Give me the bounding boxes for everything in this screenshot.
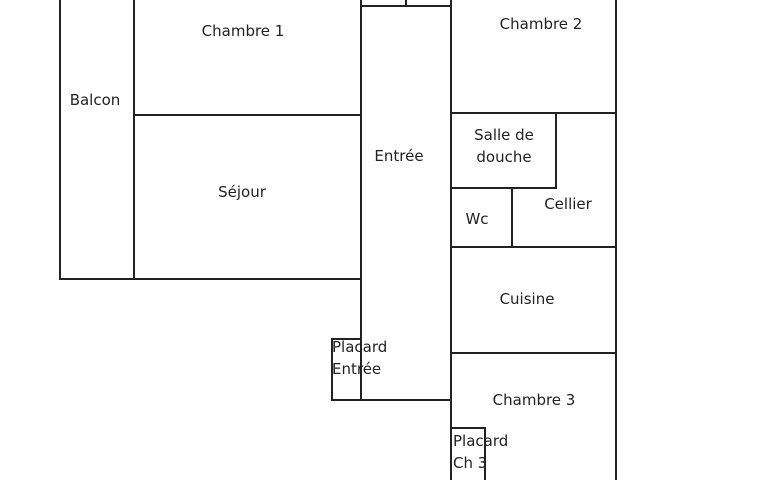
wall: [133, 114, 361, 116]
wall: [484, 427, 486, 480]
wall: [615, 0, 617, 480]
wall: [450, 112, 616, 114]
room-cuisine: Cuisine: [499, 290, 555, 308]
label-line: Ch 3: [453, 454, 488, 472]
room-placard-entree: Placard Entrée: [332, 336, 387, 380]
room-sejour: Séjour: [218, 183, 266, 201]
wall: [331, 399, 452, 401]
wall: [450, 352, 616, 354]
wall: [59, 0, 61, 280]
wall: [360, 0, 362, 401]
room-salle-de-douche: Salle de douche: [474, 124, 534, 168]
label-line: Salle de: [474, 126, 534, 144]
room-chambre-1: Chambre 1: [201, 22, 285, 40]
wall: [331, 338, 333, 401]
room-balcon: Balcon: [69, 91, 121, 109]
label-line: douche: [476, 148, 532, 166]
wall: [405, 0, 407, 6]
wall: [360, 5, 451, 7]
room-chambre-3: Chambre 3: [492, 391, 576, 409]
wall: [450, 246, 616, 248]
room-entree: Entrée: [374, 147, 424, 165]
wall: [331, 338, 361, 340]
room-wc: Wc: [465, 210, 489, 228]
wall: [133, 0, 135, 280]
room-cellier: Cellier: [544, 195, 592, 213]
wall: [450, 0, 452, 480]
label-line: Placard: [453, 432, 509, 450]
wall: [450, 427, 485, 429]
wall: [59, 278, 362, 280]
room-placard-ch3: Placard Ch 3: [453, 430, 508, 474]
wall: [450, 187, 557, 189]
wall: [511, 187, 513, 248]
label-line: Entrée: [332, 360, 382, 378]
wall: [555, 112, 557, 189]
label-line: Placard: [332, 338, 388, 356]
room-chambre-2: Chambre 2: [499, 15, 583, 33]
